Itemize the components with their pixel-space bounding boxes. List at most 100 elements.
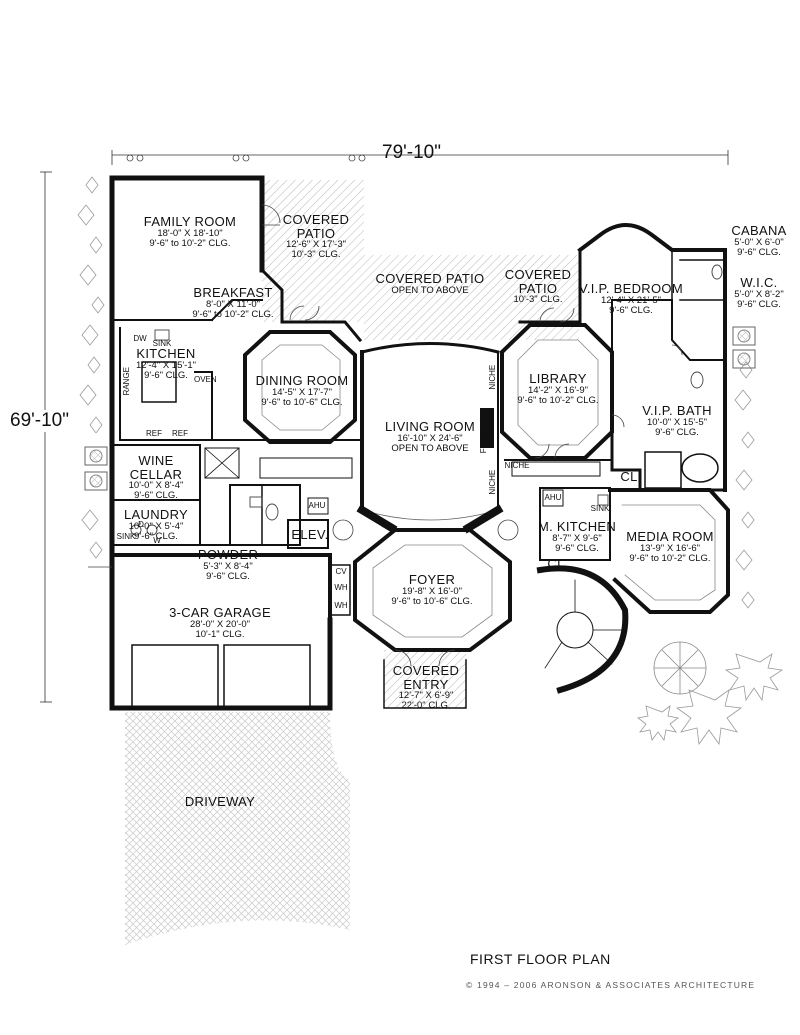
niche-label: NICHE <box>487 469 497 495</box>
room-name: COVERED <box>282 212 350 227</box>
room-note: OPEN TO ABOVE <box>391 284 469 296</box>
washer-label: W <box>153 536 161 545</box>
sink-label: SINK <box>152 339 172 348</box>
room-size: 10'-0" X 15'-5" <box>646 416 707 428</box>
room-name: 3-CAR GARAGE <box>169 605 271 620</box>
room-ceiling: 9'-6" CLG. <box>655 426 699 438</box>
room-name-2: ENTRY <box>403 676 449 692</box>
room-name: WINE <box>138 453 174 468</box>
room-ceiling: 9'-6" to 10'-6" CLG. <box>261 396 343 408</box>
foliage-right-icon <box>734 361 755 609</box>
room-size: 28'-0" X 20'-0" <box>189 618 250 630</box>
sink-label: SINK <box>590 504 610 513</box>
vip-bath-label: V.I.P. BATH 10'-0" X 15'-5" 9'-6" CLG. <box>635 404 719 438</box>
library-label: LIBRARY 14'-2" X 16'-9" 9'-6" to 10'-2" … <box>508 372 608 406</box>
room-name: FOYER <box>408 572 456 587</box>
room-ceiling: 10'-3" CLG. <box>513 294 563 306</box>
room-name: COVERED <box>504 267 572 282</box>
room-size: 12'-7" X 6'-9" <box>398 690 454 702</box>
wic-label: W.I.C. 5'-0" X 8'-2" 9'-6" CLG. <box>726 276 792 310</box>
room-name: DINING ROOM <box>255 373 349 388</box>
niche-label: NICHE <box>487 364 497 390</box>
room-size: 16'-10" X 24'-6" <box>397 432 463 444</box>
room-note: OPEN TO ABOVE <box>391 442 469 454</box>
room-ceiling: 9'-6" to 10'-2" CLG. <box>149 237 231 249</box>
covered-entry-label: COVERED ENTRY 12'-7" X 6'-9" 22'-0" CLG. <box>386 664 466 711</box>
covered-patio-center-label: COVERED PATIO OPEN TO ABOVE <box>370 272 490 296</box>
ahu-label: AHU <box>544 493 562 502</box>
room-size: 8'-0" X 11'-0" <box>205 298 261 310</box>
water-heater-label: WH <box>334 601 348 610</box>
closet-label: CL <box>547 556 565 571</box>
room-size: 5'-0" X 6'-0" <box>734 236 784 248</box>
room-ceiling: 9'-6" CLG. <box>609 304 653 316</box>
dining-room-label: DINING ROOM 14'-5" X 17'-7" 9'-6" to 10'… <box>252 374 352 408</box>
room-ceiling: 22'-0" CLG. <box>401 700 451 712</box>
door-swings <box>88 204 683 667</box>
media-room-label: MEDIA ROOM 13'-9" X 16'-6" 9'-6" to 10'-… <box>620 530 720 564</box>
room-name: CABANA <box>731 223 787 238</box>
living-room-label: LIVING ROOM 16'-10" X 24'-6" OPEN TO ABO… <box>380 420 480 454</box>
room-name: LIVING ROOM <box>385 419 475 434</box>
left-patio-hatch <box>262 180 364 322</box>
breakfast-label: BREAKFAST 8'-0" X 11'-0" 9'-6" to 10'-2"… <box>178 286 288 320</box>
ref-label: REF <box>172 429 188 438</box>
room-name: BREAKFAST <box>193 285 273 300</box>
kitchen-label: KITCHEN 12'-4" X 15'-1" 9'-6" CLG. <box>118 347 214 381</box>
family-room-label: FAMILY ROOM 18'-0" X 18'-10" 9'-6" to 10… <box>120 215 260 249</box>
room-name: FAMILY ROOM <box>143 214 237 229</box>
dimension-lines <box>40 150 729 703</box>
powder-label: POWDER 5'-3" X 8'-4" 9'-6" CLG. <box>186 548 270 582</box>
room-size: 8'-7" X 9'-6" <box>552 532 602 544</box>
bollards-icon <box>126 154 366 162</box>
room-name: W.I.C. <box>740 275 778 290</box>
ref-label: REF <box>146 429 162 438</box>
room-name: LAUNDRY <box>124 507 188 522</box>
width-dimension: 79'-10" <box>382 142 441 163</box>
room-ceiling: 10'-1" CLG. <box>195 628 245 640</box>
foliage-left-icon <box>77 176 105 559</box>
covered-patio-left-label: COVERED PATIO 12'-6" X 17'-3" 10'-3" CLG… <box>266 213 366 260</box>
wine-cellar-label: WINE CELLAR 10'-0" X 8'-4" 9'-6" CLG. <box>116 454 196 501</box>
room-ceiling: 9'-6" CLG. <box>134 530 178 542</box>
room-name: MEDIA ROOM <box>626 529 714 544</box>
range-label: RANGE <box>121 366 131 396</box>
room-name-2: CELLAR <box>129 466 183 482</box>
room-ceiling: 9'-6" to 10'-2" CLG. <box>629 552 711 564</box>
room-size: 5'-0" X 8'-2" <box>734 288 784 300</box>
driveway-label: DRIVEWAY <box>184 794 256 809</box>
room-ceiling: 9'-6" CLG. <box>737 246 781 258</box>
room-name: M. KITCHEN <box>537 519 617 534</box>
dishwasher-label: DW <box>133 334 147 343</box>
room-ceiling: 9'-6" CLG. <box>206 570 250 582</box>
room-name-2: PATIO <box>296 225 336 241</box>
room-size: 5'-3" X 8'-4" <box>203 560 253 572</box>
room-name: POWDER <box>197 547 259 562</box>
room-size: 12'-4" X 15'-1" <box>135 359 196 371</box>
room-name: KITCHEN <box>136 346 196 361</box>
room-ceiling: 9'-6" CLG. <box>737 298 781 310</box>
oven-label: OVEN <box>194 375 217 384</box>
dryer-label: D <box>138 520 144 529</box>
room-ceiling: 9'-6" CLG. <box>144 369 188 381</box>
closet-label: CL <box>620 469 638 484</box>
room-ceiling: 9'-6" CLG. <box>555 542 599 554</box>
laundry-label: LAUNDRY 10'-0" X 5'-4" 9'-6" CLG. <box>116 508 196 542</box>
room-name: COVERED <box>392 663 460 678</box>
ahu-label: AHU <box>308 501 326 510</box>
room-size: 10'-0" X 8'-4" <box>128 480 184 492</box>
room-name: LIBRARY <box>529 371 587 386</box>
room-size: 12'-6" X 17'-3" <box>285 239 346 251</box>
planter-right-icon <box>732 326 756 369</box>
room-size: 10'-0" X 5'-4" <box>128 520 184 532</box>
room-ceiling: 9'-6" to 10'-2" CLG. <box>517 394 599 406</box>
niche-label: NICHE <box>504 461 530 470</box>
room-size: 12'-4" X 21'-5" <box>600 294 661 306</box>
room-size: 19'-8" X 16'-0" <box>401 585 462 597</box>
room-ceiling: 9'-6" to 10'-6" CLG. <box>391 595 473 607</box>
room-size: 14'-2" X 16'-9" <box>527 384 588 396</box>
room-size: 14'-5" X 17'-7" <box>271 386 332 398</box>
cv-label: CV <box>335 567 347 576</box>
m-kitchen-label: M. KITCHEN 8'-7" X 9'-6" 9'-6" CLG. <box>537 520 617 554</box>
